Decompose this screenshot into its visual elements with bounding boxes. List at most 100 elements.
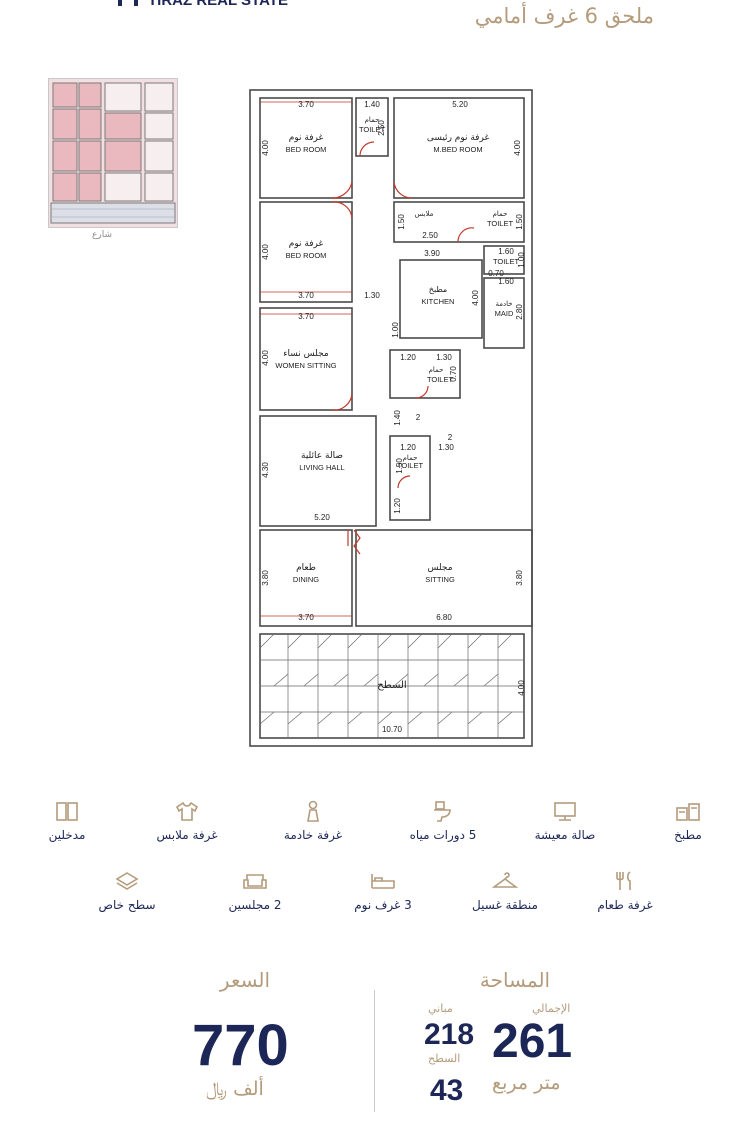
room-sitting-en: SITTING bbox=[425, 575, 455, 584]
feature-item: مدخلين bbox=[2, 800, 132, 842]
dim-label: 3.70 bbox=[298, 100, 314, 109]
roof-icon bbox=[114, 870, 140, 892]
area-unit: متر مربع bbox=[492, 1072, 561, 1094]
total-area-label: الإجمالي bbox=[532, 1002, 571, 1015]
stair-label: 2 bbox=[416, 413, 421, 422]
dim-label: 0.70 bbox=[449, 366, 458, 382]
dim-label: 3.90 bbox=[424, 249, 440, 258]
feature-item: 2 مجلسين bbox=[190, 870, 320, 912]
living-icon bbox=[552, 800, 578, 822]
feature-item: مطبخ bbox=[623, 800, 750, 842]
room-toilet1-en: TOILET bbox=[359, 125, 386, 134]
room-toilet2-en: TOILET bbox=[487, 219, 514, 228]
entrances-icon bbox=[54, 800, 80, 822]
feature-item: غرفة ملابس bbox=[122, 800, 252, 842]
roof-area-value: 43 bbox=[430, 1074, 464, 1107]
street-caption: شارع bbox=[92, 230, 112, 240]
room-toilet5-ar: حمام bbox=[403, 454, 418, 462]
feature-item: 5 دورات مياه bbox=[378, 800, 508, 842]
dim-label: 2.50 bbox=[377, 120, 386, 136]
room-toilet4-en: TOILET bbox=[427, 375, 454, 384]
feature-label: صالة معيشة bbox=[534, 828, 596, 842]
dim-label: 1.40 bbox=[364, 100, 380, 109]
site-plan-thumbnail bbox=[48, 78, 178, 228]
buildings-area-value: 218 bbox=[424, 1018, 475, 1051]
price-unit: ألف ﷼ bbox=[206, 1078, 264, 1100]
dim-label: 4.00 bbox=[513, 140, 522, 156]
brand-logo: TIRAZ REAL STATE bbox=[118, 0, 288, 10]
kitchen-icon bbox=[675, 800, 701, 822]
feature-label: غرفة خادمة bbox=[283, 828, 343, 842]
room-roof-ar: السطح bbox=[377, 680, 406, 691]
dim-label: 3.70 bbox=[298, 613, 314, 622]
dim-label: 3.80 bbox=[515, 570, 524, 586]
dim-label: 1.00 bbox=[517, 252, 526, 268]
hanger-shirt-icon bbox=[174, 800, 200, 822]
roof-area-label: السطح bbox=[428, 1052, 461, 1065]
room-toilet3-en: TOILET bbox=[493, 257, 520, 266]
dim-label: 4.00 bbox=[261, 350, 270, 366]
room-toilet4-ar: حمام bbox=[429, 366, 444, 374]
dim-label: 4.00 bbox=[261, 140, 270, 156]
feature-item: غرفة طعام bbox=[560, 870, 690, 912]
room-bed2-ar: غرفة نوم bbox=[289, 239, 324, 249]
area-title: المساحة bbox=[479, 968, 551, 992]
dim-label: 1.20 bbox=[400, 353, 416, 362]
dim-label: 2.80 bbox=[515, 304, 524, 320]
room-kitchen-ar: مطبخ bbox=[429, 285, 447, 294]
room-living-en: LIVING HALL bbox=[299, 463, 344, 472]
dim-label: 2.50 bbox=[422, 231, 438, 240]
dim-label: 1.60 bbox=[498, 247, 514, 256]
room-mbed-en: M.BED ROOM bbox=[433, 145, 482, 154]
feature-label: غرفة ملابس bbox=[156, 828, 218, 842]
total-area-value: 261 bbox=[492, 1015, 573, 1068]
feature-item: غرفة خادمة bbox=[248, 800, 378, 842]
price-value: 770 bbox=[192, 1013, 289, 1078]
room-women-ar: مجلس نساء bbox=[283, 349, 329, 359]
sofa-icon bbox=[242, 870, 268, 892]
room-maid-ar: خادمة bbox=[495, 300, 512, 308]
feature-label: سطح خاص bbox=[98, 898, 156, 912]
dim-label: 5.20 bbox=[314, 513, 330, 522]
price-title: السعر bbox=[219, 968, 271, 992]
dim-label: 10.70 bbox=[382, 725, 403, 734]
buildings-area-label: مباني bbox=[428, 1002, 453, 1015]
feature-label: 2 مجلسين bbox=[228, 898, 282, 912]
dim-label: 1.30 bbox=[438, 443, 454, 452]
room-bed2-en: BED ROOM bbox=[286, 251, 327, 260]
room-toilet2-ar: حمام bbox=[493, 210, 508, 218]
feature-label: مطبخ bbox=[674, 828, 702, 842]
feature-item: منطقة غسيل bbox=[440, 870, 570, 912]
dim-label: 1.40 bbox=[393, 410, 402, 426]
laundry-icon bbox=[491, 870, 519, 892]
dim-label: 1.60 bbox=[498, 277, 514, 286]
stair-label: 2 bbox=[448, 433, 453, 442]
room-toilet1-ar: حمام bbox=[365, 116, 380, 124]
dim-label: 4.30 bbox=[261, 462, 270, 478]
brand-mark-icon bbox=[118, 0, 138, 6]
room-dining-ar: طعام bbox=[296, 563, 316, 573]
room-toilet5-en: TOILET bbox=[397, 461, 424, 470]
room-dining-en: DINING bbox=[293, 575, 319, 584]
feature-item: 3 غرف نوم bbox=[318, 870, 448, 912]
brand-name: TIRAZ REAL STATE bbox=[148, 0, 288, 9]
dim-label: 1.20 bbox=[393, 498, 402, 514]
floor-plan: غرفة نوم BED ROOM حمام TOILET غرفة نوم ر… bbox=[248, 88, 538, 748]
maid-icon bbox=[300, 800, 326, 822]
dim-label: 0.70 bbox=[488, 269, 504, 278]
dining-icon bbox=[612, 870, 638, 892]
dim-label: 1.50 bbox=[395, 458, 404, 474]
feature-label: 5 دورات مياه bbox=[409, 828, 477, 842]
feature-item: صالة معيشة bbox=[500, 800, 630, 842]
feature-label: مدخلين bbox=[48, 828, 86, 842]
room-women-en: WOMEN SITTING bbox=[275, 361, 336, 370]
feature-label: غرفة طعام bbox=[597, 898, 653, 912]
room-living-ar: صالة عائلية bbox=[301, 451, 343, 461]
divider bbox=[374, 990, 375, 1112]
room-mbed-ar: غرفة نوم رئيسى bbox=[427, 133, 490, 143]
dim-label: 1.30 bbox=[436, 353, 452, 362]
room-kitchen-en: KITCHEN bbox=[422, 297, 455, 306]
room-maid-en: MAID bbox=[495, 309, 514, 318]
dim-label: 1.30 bbox=[364, 291, 380, 300]
dim-label: 1.00 bbox=[391, 322, 400, 338]
